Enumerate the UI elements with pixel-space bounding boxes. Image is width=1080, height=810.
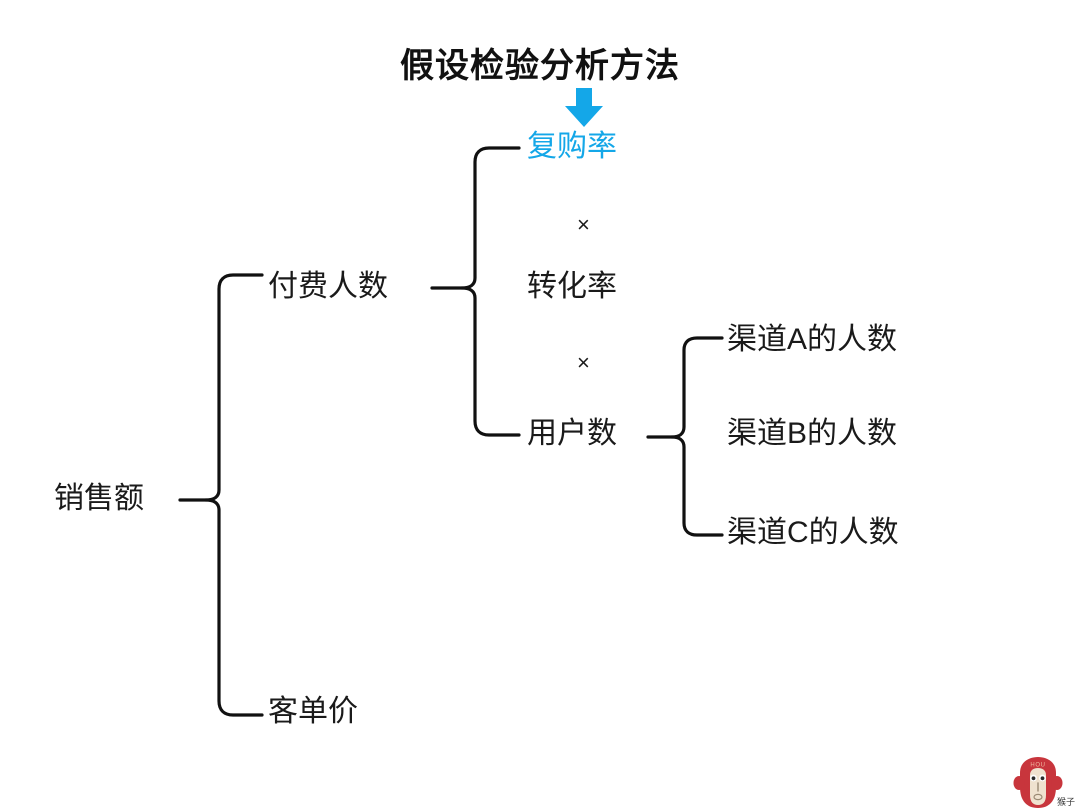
down-arrow-icon — [565, 88, 603, 127]
monkey-logo-icon: HOU — [1013, 757, 1063, 808]
node-user-count[interactable]: 用户数 — [527, 417, 617, 450]
node-conversion-rate[interactable]: 转化率 — [527, 270, 617, 303]
node-repurchase-rate[interactable]: 复购率 — [527, 130, 617, 163]
node-sales[interactable]: 销售额 — [54, 482, 144, 515]
brace-3 — [670, 336, 724, 537]
page-title: 假设检验分析方法 — [400, 47, 680, 85]
node-channel-c[interactable]: 渠道C的人数 — [727, 516, 899, 549]
brace-1 — [204, 273, 264, 717]
svg-text:HOU: HOU — [1030, 763, 1045, 769]
node-avg-price[interactable]: 客单价 — [268, 695, 358, 728]
node-paid-users[interactable]: 付费人数 — [268, 270, 388, 303]
node-channel-a[interactable]: 渠道A的人数 — [727, 323, 898, 356]
operator-multiply-1: × — [577, 212, 590, 237]
brace-2 — [460, 146, 521, 437]
watermark-label: 猴子 — [1056, 797, 1075, 807]
node-channel-b[interactable]: 渠道B的人数 — [727, 417, 898, 450]
operator-multiply-2: × — [577, 350, 590, 375]
watermark: HOU 猴子 — [1002, 757, 1076, 809]
